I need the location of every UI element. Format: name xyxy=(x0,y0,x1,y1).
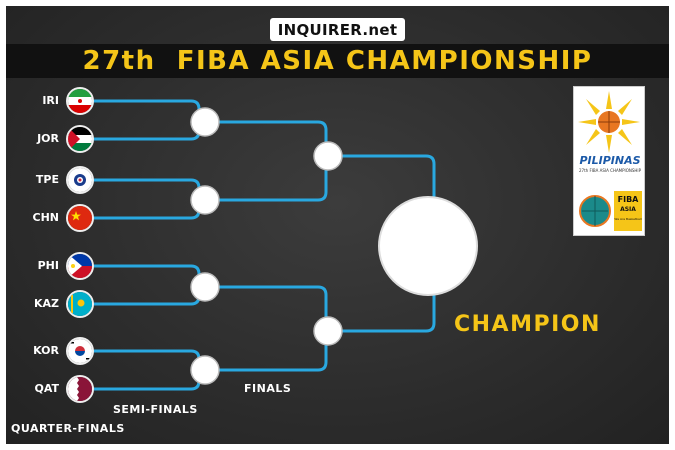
fiba-text: FIBA xyxy=(617,195,639,204)
bracket-connector-qf2 xyxy=(88,178,201,220)
fiba-tagline: We Are Basketball xyxy=(614,217,642,221)
qf-slot-3 xyxy=(190,272,220,302)
kazakhstan-flag-icon xyxy=(66,290,94,318)
philippines-flag-icon xyxy=(66,252,94,280)
asia-text: ASIA xyxy=(620,206,636,213)
chinese-taipei-flag-icon xyxy=(66,166,94,194)
bracket-connector-sf2 xyxy=(219,285,328,372)
team-code-kaz: KAZ xyxy=(33,297,59,310)
team-code-iri: IRI xyxy=(42,94,59,107)
team-code-qat: QAT xyxy=(34,382,59,395)
bracket-connector-qf3 xyxy=(88,264,201,306)
bracket-connector-qf1 xyxy=(88,99,201,141)
tournament-logo: PILIPINAS 27th FIBA ASIA CHAMPIONSHIP FI… xyxy=(573,86,645,236)
semi-finals-label: SEMI-FINALS xyxy=(113,403,198,416)
bracket-lines xyxy=(88,99,478,391)
brand-logo: INQUIRER.net xyxy=(6,18,669,41)
finals-label: FINALS xyxy=(244,382,292,395)
quarter-finals-label: QUARTER-FINALS xyxy=(11,422,125,435)
qatar-flag-icon xyxy=(66,375,94,403)
qf-slot-4 xyxy=(190,355,220,385)
team-code-jor: JOR xyxy=(37,132,59,145)
jordan-flag-icon xyxy=(66,125,94,153)
iran-flag-icon xyxy=(66,87,94,115)
sf-slot-1 xyxy=(313,141,343,171)
champion-slot xyxy=(378,196,478,296)
bracket-graphic: INQUIRER.net 27th FIBA ASIA CHAMPIONSHIP xyxy=(6,6,669,444)
bracket-connector-qf4 xyxy=(88,349,201,391)
title-bar: 27th FIBA ASIA CHAMPIONSHIP xyxy=(6,44,669,78)
team-code-chn: CHN xyxy=(32,211,60,224)
team-code-phi: PHI xyxy=(37,259,59,272)
bracket-connector-final xyxy=(341,154,436,333)
team-code-kor: KOR xyxy=(33,344,59,357)
qf-slot-2 xyxy=(190,185,220,215)
champion-label: CHAMPION xyxy=(454,312,601,337)
basketball-globe-icon xyxy=(579,195,611,227)
logo-name: PILIPINAS xyxy=(579,154,641,167)
bracket-connector-sf1 xyxy=(219,120,328,202)
team-code-tpe: TPE xyxy=(35,173,59,186)
qf-slot-1 xyxy=(190,107,220,137)
fiba-asia-badge: FIBA ASIA We Are Basketball xyxy=(614,191,642,231)
sun-icon xyxy=(578,91,640,153)
logo-subtitle: 27th FIBA ASIA CHAMPIONSHIP xyxy=(578,168,642,173)
page-title: 27th FIBA ASIA CHAMPIONSHIP xyxy=(82,46,593,76)
korea-flag-icon xyxy=(66,337,94,365)
sf-slot-2 xyxy=(313,316,343,346)
china-flag-icon xyxy=(66,204,94,232)
